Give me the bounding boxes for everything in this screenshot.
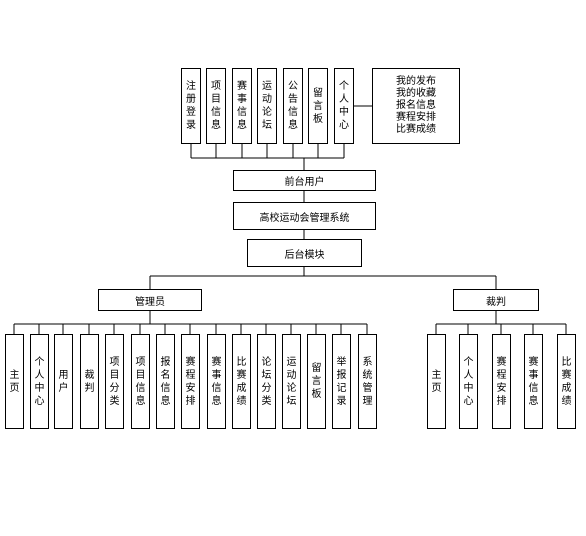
admin-item-personal-center: 个人中心 xyxy=(30,334,49,429)
admin-box: 管理员 xyxy=(98,289,202,311)
admin-item-system-management: 系统管理 xyxy=(358,334,377,429)
referee-item-results: 比赛成绩 xyxy=(557,334,576,429)
admin-item-report-records: 举报记录 xyxy=(332,334,351,429)
admin-item-project-info: 项目信息 xyxy=(131,334,150,429)
module-message-board: 留言板 xyxy=(308,68,328,144)
admin-item-referee: 裁判 xyxy=(80,334,99,429)
admin-item-user: 用户 xyxy=(54,334,73,429)
admin-item-sports-forum: 运动论坛 xyxy=(282,334,301,429)
referee-box: 裁判 xyxy=(453,289,539,311)
admin-item-results: 比赛成绩 xyxy=(232,334,251,429)
admin-item-home: 主页 xyxy=(5,334,24,429)
module-register-login: 注册登录 xyxy=(181,68,201,144)
module-announcement: 公告信息 xyxy=(283,68,303,144)
admin-item-project-category: 项目分类 xyxy=(105,334,124,429)
admin-item-schedule: 赛程安排 xyxy=(181,334,200,429)
referee-item-personal-center: 个人中心 xyxy=(459,334,478,429)
module-event-info: 赛事信息 xyxy=(232,68,252,144)
referee-item-schedule: 赛程安排 xyxy=(492,334,511,429)
system-box: 高校运动会管理系统 xyxy=(233,202,376,230)
personal-center-details: 我的发布 我的收藏 报名信息 赛程安排 比赛成绩 xyxy=(372,68,460,144)
referee-item-home: 主页 xyxy=(427,334,446,429)
front-user-box: 前台用户 xyxy=(233,170,376,191)
admin-item-event-info: 赛事信息 xyxy=(207,334,226,429)
referee-item-event-info: 赛事信息 xyxy=(524,334,543,429)
module-personal-center: 个人中心 xyxy=(334,68,354,144)
admin-item-registration-info: 报名信息 xyxy=(156,334,175,429)
backend-box: 后台模块 xyxy=(247,239,362,267)
admin-item-message-board: 留言板 xyxy=(307,334,326,429)
module-project-info: 项目信息 xyxy=(206,68,226,144)
admin-item-forum-category: 论坛分类 xyxy=(257,334,276,429)
module-sports-forum: 运动论坛 xyxy=(257,68,277,144)
